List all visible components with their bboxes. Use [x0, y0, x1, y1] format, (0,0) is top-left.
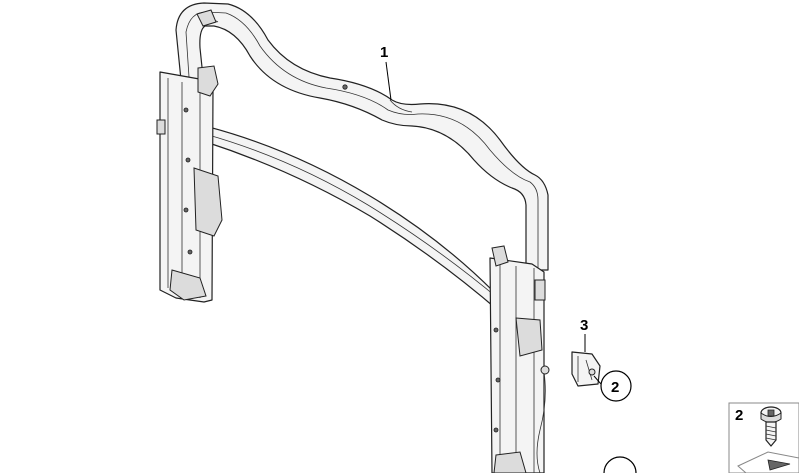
tube-highlight: [185, 11, 539, 268]
right-lock-mechanism: [515, 317, 543, 357]
callout-circle-cropped: [603, 456, 637, 473]
right-cable: [536, 371, 546, 473]
right-hole-1: [493, 327, 499, 333]
left-hole-2: [185, 157, 191, 163]
callout-2-leader: [593, 375, 602, 385]
left-lock-mechanism: [193, 167, 223, 237]
right-bracket-upper-fitting: [491, 245, 509, 267]
legend-wedge-fill: [767, 459, 791, 471]
callout-2-label: 2: [611, 379, 619, 396]
screw-drive: [767, 409, 775, 417]
clip-body: [571, 351, 601, 387]
cross-brace: [183, 120, 509, 313]
cable-connector: [540, 365, 550, 375]
legend-screw-label: 2: [735, 407, 743, 424]
left-lower-fitting: [169, 269, 207, 301]
left-hole-1: [183, 107, 189, 113]
left-tab: [156, 119, 166, 135]
right-lower-fitting: [493, 451, 527, 473]
callout-3-label: 3: [580, 317, 588, 334]
left-bracket-upper-fitting: [197, 65, 219, 97]
screw-thread: [765, 425, 777, 441]
right-hole-3: [493, 427, 499, 433]
screw-shank: [765, 421, 777, 447]
left-hole-3: [183, 207, 189, 213]
callout-1-leader: [385, 61, 392, 101]
callout-1-label: 1: [380, 44, 388, 61]
clip-part: [571, 351, 601, 387]
clip-hole: [588, 368, 596, 376]
right-hole-2: [495, 377, 501, 383]
tube-hole: [342, 84, 348, 90]
left-hole-4: [187, 249, 193, 255]
callout-2-circle: [600, 370, 632, 402]
right-bracket-edge: [499, 262, 535, 473]
top-clamp: [196, 9, 217, 27]
legend-screw-panel: 2: [728, 402, 799, 473]
clip-edge: [577, 356, 593, 382]
roll-bar-frame: [156, 2, 550, 473]
cross-brace-edge: [204, 133, 501, 301]
right-tab: [534, 279, 546, 301]
